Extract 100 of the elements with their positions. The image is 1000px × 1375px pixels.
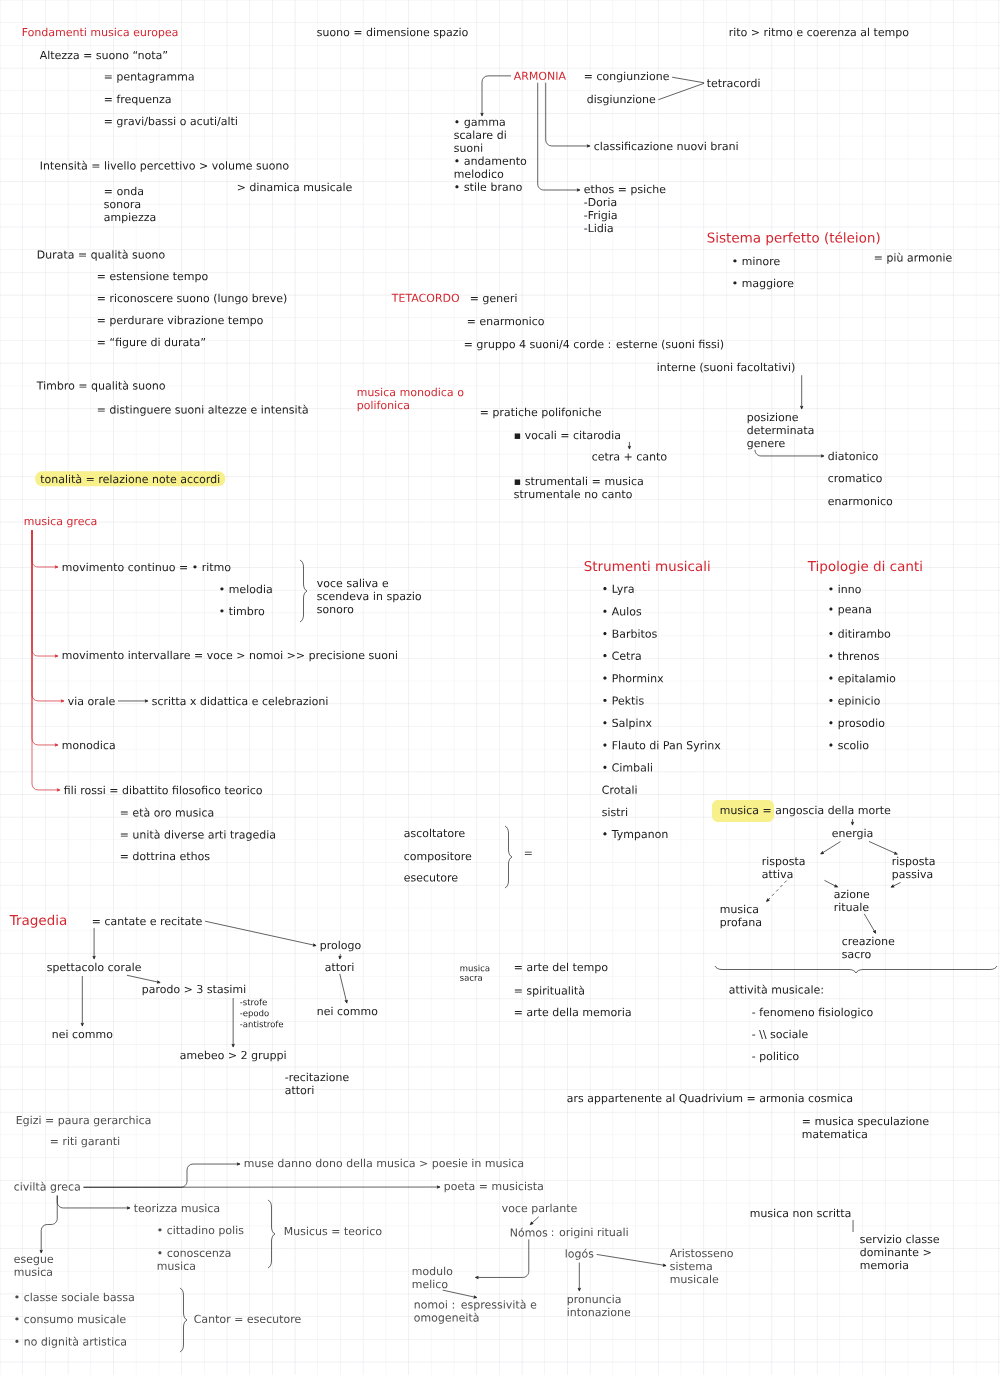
note-text: = gravi/bassi o acuti/alti xyxy=(104,116,237,128)
heading: Fondamenti musica europea xyxy=(22,27,178,39)
note-text: musica non scritta xyxy=(750,1208,851,1218)
note-text: rito > ritmo e coerenza al tempo xyxy=(729,27,909,39)
heading: Strumenti musicali xyxy=(584,560,710,572)
arrow xyxy=(126,974,161,984)
arrow xyxy=(39,1195,58,1254)
note-text: ethos = psiche -Doria -Frigia -Lidia xyxy=(584,184,666,233)
note-text: classificazione nuovi brani xyxy=(594,141,738,151)
arrow xyxy=(766,880,787,902)
note-text: • Salpinx xyxy=(603,718,652,730)
note-text: Intensità = livello percettivo > volume suono xyxy=(40,160,289,172)
note-text: = estensione tempo xyxy=(97,271,208,283)
arrow xyxy=(868,841,898,855)
note-text: • cittadino polis xyxy=(158,1225,244,1237)
note-text: = dottrina ethos xyxy=(120,851,210,861)
note-text: = gruppo 4 suoni/4 corde : esterne (suoni fissi) xyxy=(464,339,724,351)
note-text: Musicus = teorico xyxy=(284,1226,382,1236)
arrow xyxy=(31,529,61,792)
arrow xyxy=(475,1239,530,1279)
note-text: scritta x didattica e celebrazioni xyxy=(152,696,328,706)
note-text: = arte della memoria xyxy=(514,1007,631,1017)
note-text: suono = dimensione spazio xyxy=(317,27,468,39)
note-text: • ditirambo xyxy=(829,629,891,638)
note-text: = arte del tempo xyxy=(514,962,608,974)
note-text: voce parlante xyxy=(502,1203,577,1215)
note-text: amebeo > 2 gruppi xyxy=(180,1050,286,1062)
note-text: • Cetra xyxy=(603,651,641,660)
note-text: risposta passiva xyxy=(892,856,935,881)
note-text: - fenomeno fisiologico xyxy=(752,1007,873,1019)
note-text: esecutore xyxy=(404,873,458,882)
note-text: • Aulos xyxy=(603,607,642,616)
note-text: = cantate e recitate xyxy=(92,916,202,926)
note-text: muse danno dono della musica > poesie in musica xyxy=(244,1158,524,1170)
note-text: - \\ sociale xyxy=(752,1029,808,1040)
note-text: tetracordi xyxy=(707,78,760,88)
note-text: • minore xyxy=(733,256,780,266)
note-text: Altezza = suono “nota” xyxy=(39,50,168,60)
note-text: = congiunzione xyxy=(584,71,669,83)
note-text: • peana xyxy=(829,607,871,616)
note-text: = unità diverse arti tragedia xyxy=(120,829,276,841)
note-text: Crotali xyxy=(602,785,637,794)
note-text: cetra + canto xyxy=(592,452,667,461)
note-text: azione rituale xyxy=(834,889,870,912)
arrow xyxy=(863,913,877,934)
note-text: nei commo xyxy=(52,1029,113,1039)
note-text: • melodia xyxy=(220,584,272,594)
note-text: = spiritualità xyxy=(514,985,584,997)
note-text: parodo > 3 stasimi xyxy=(142,984,246,996)
arrow xyxy=(820,841,841,855)
note-text: Aristosseno sistema musicale xyxy=(669,1248,733,1284)
note-text: = perdurare vibrazione tempo xyxy=(97,315,263,327)
arrow xyxy=(627,441,631,450)
arrow xyxy=(338,953,342,960)
note-text: poeta = musicista xyxy=(444,1181,543,1193)
note-text: Egizi = paura gerarchica xyxy=(16,1115,151,1127)
note-text: = generi xyxy=(470,293,517,305)
note-text: Nómos xyxy=(510,1227,548,1237)
note-text: -recitazione attori xyxy=(285,1072,349,1095)
arrow xyxy=(890,882,901,888)
connector-line xyxy=(658,82,705,101)
arrow xyxy=(824,880,838,888)
note-text: creazione sacro xyxy=(842,936,895,959)
note-text: • inno xyxy=(829,584,861,594)
note-text: disgiunzione xyxy=(587,94,656,106)
note-text: interne (suoni facoltativi) xyxy=(657,362,795,373)
arrow xyxy=(800,374,804,410)
note-text: = riconoscere suono (lungo breve) xyxy=(97,293,287,305)
note-text: spettacolo corale xyxy=(47,962,141,974)
note-text: • consumo musicale xyxy=(15,1314,126,1324)
note-text: = xyxy=(524,851,532,855)
arrow xyxy=(545,82,591,148)
arrow xyxy=(480,75,512,117)
note-text: - politico xyxy=(752,1051,799,1063)
heading: musica monodica o polifonica xyxy=(357,387,464,412)
note-text: • epitalamio xyxy=(829,673,896,685)
note-text: = musica speculazione matematica xyxy=(802,1116,929,1139)
note-text: = “figure di durata” xyxy=(97,337,206,349)
arrow xyxy=(442,1289,478,1299)
arrow xyxy=(231,997,235,1048)
note-text: attori xyxy=(325,962,354,972)
note-text: = pentagramma xyxy=(104,72,194,83)
note-text: musica = angoscia della morte xyxy=(720,805,891,817)
note-text: • Phorminx xyxy=(603,673,664,683)
note-text: civiltà greca xyxy=(14,1181,80,1193)
arrow xyxy=(339,973,348,1004)
note-text: : origini rituali xyxy=(552,1227,628,1239)
note-text: • conoscenza musica xyxy=(157,1250,231,1270)
note-text: teorizza musica xyxy=(134,1203,220,1213)
note-text: ars appartenente al Quadrivium = armonia cosmica xyxy=(567,1093,853,1105)
note-text: nomoi : espressività e omogeneità xyxy=(414,1299,537,1324)
note-text: posizione determinata genere xyxy=(747,412,814,450)
note-text: esegue musica xyxy=(14,1256,54,1277)
note-text: -strofe xyxy=(240,998,267,1006)
note-text: > dinamica musicale xyxy=(237,182,352,192)
note-text: monodica xyxy=(62,740,115,750)
arrow xyxy=(537,82,581,192)
note-text: movimento continuo = • ritmo xyxy=(62,562,231,572)
note-text: compositore xyxy=(404,851,472,863)
arrow xyxy=(83,1185,441,1189)
